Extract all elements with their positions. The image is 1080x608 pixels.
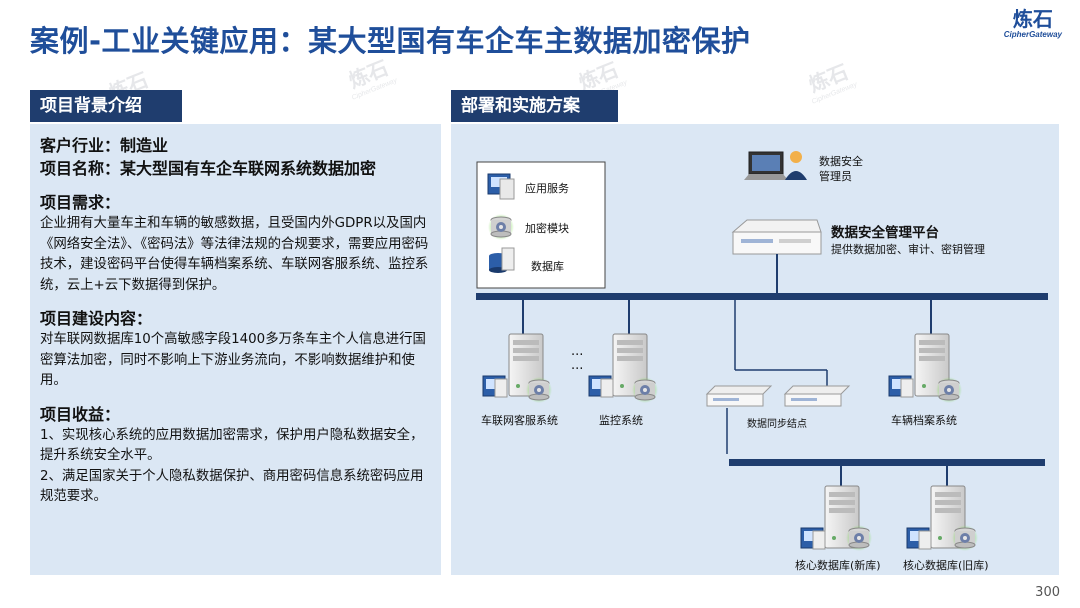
system-label-monitor: 监控系统 [599, 414, 643, 427]
network-bus-secondary [729, 459, 1045, 466]
build-text: 对车联网数据库10个高敏感字段1400多万条车主个人信息进行国密算法加密，同时不… [40, 332, 426, 388]
admin-workstation-icon [744, 151, 807, 180]
section-header-deployment: 部署和实施方案 [451, 90, 618, 122]
sync-node-icon [706, 385, 850, 407]
section-header-background: 项目背景介绍 [30, 90, 182, 122]
benefit-item-1: 1、实现核心系统的应用数据加密需求，保护用户隐私数据安全，提升系统安全水平。 [40, 427, 424, 464]
build-heading: 项目建设内容： [40, 309, 153, 328]
database-icon [489, 247, 515, 273]
legend-app-label: 应用服务 [525, 182, 569, 195]
server-monitor-icon [588, 333, 659, 404]
ellipsis-top: ... [571, 344, 584, 359]
legend-db-label: 数据库 [531, 260, 564, 273]
background-panel: 客户行业：制造业 项目名称：某大型国有车企车联网系统数据加密 项目需求： 企业拥… [30, 124, 441, 575]
platform-appliance-icon [731, 219, 822, 255]
platform-subtitle: 提供数据加密、审计、密钥管理 [831, 243, 985, 256]
legend-enc-label: 加密模块 [525, 222, 569, 235]
sync-node-label: 数据同步结点 [747, 419, 807, 430]
diagram-canvas [476, 151, 1048, 552]
core-db-new-label: 核心数据库(新库) [795, 559, 881, 572]
server-vehicle-network-icon [482, 333, 553, 404]
requirement-heading: 项目需求： [40, 193, 121, 212]
project-name-line: 项目名称：某大型国有车企车联网系统数据加密 [40, 159, 377, 178]
benefit-heading: 项目收益： [40, 404, 121, 424]
system-label-vehicle-network: 车联网客服系统 [481, 414, 558, 427]
brand-logo: 炼石 CipherGateway [1004, 8, 1062, 39]
benefit-item-2: 2、满足国家关于个人隐私数据保护、商用密码信息系统密码应用规范要求。 [40, 468, 424, 505]
logo-text-en: CipherGateway [1003, 30, 1062, 39]
page-title: 案例-工业关键应用：某大型国有车企车主数据加密保护 [30, 24, 751, 58]
logo-text-cn: 炼石 [1012, 7, 1053, 31]
deployment-diagram: 应用服务 加密模块 数据库 数据安全 管理员 数据安全管理平台 提供数据加密、审… [451, 124, 1059, 575]
core-db-old-icon [906, 485, 979, 552]
network-bus-main [476, 293, 1048, 300]
ellipsis-bottom: ... [571, 358, 584, 373]
admin-label: 数据安全 管理员 [819, 155, 863, 183]
system-label-vehicle-archive: 车辆档案系统 [891, 414, 957, 427]
requirement-text: 企业拥有大量车主和车辆的敏感数据，且受国内外GDPR以及国内《网络安全法》、《密… [40, 216, 429, 293]
encryption-module-icon [487, 213, 515, 241]
core-db-new-icon [800, 485, 873, 552]
industry-line: 客户行业：制造业 [40, 136, 169, 155]
platform-title: 数据安全管理平台 [831, 225, 939, 241]
core-db-old-label: 核心数据库(旧库) [903, 559, 989, 572]
page-number: 300 [1035, 585, 1060, 600]
server-vehicle-archive-icon [888, 333, 963, 404]
